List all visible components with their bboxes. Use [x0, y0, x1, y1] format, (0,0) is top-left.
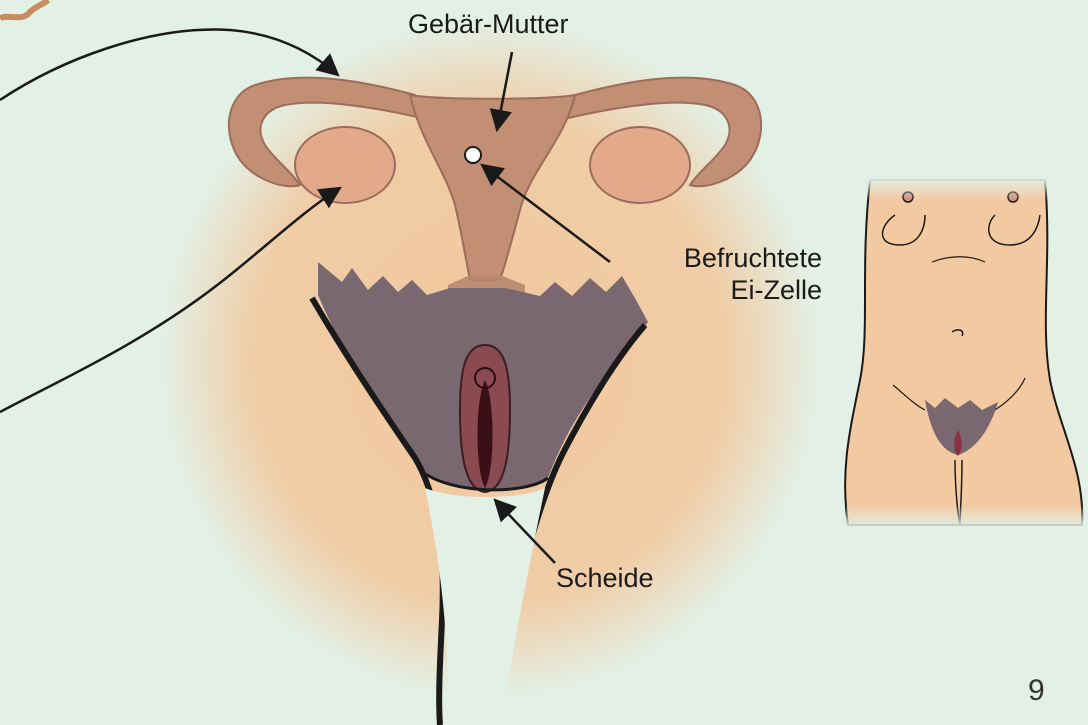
fertilized-egg-label-line1: Befruchtete [560, 242, 822, 274]
right-ovary [590, 127, 690, 203]
sperm-tail-partial [0, 0, 48, 18]
page-number: 9 [1028, 674, 1045, 708]
left-ovary [295, 127, 395, 203]
fertilized-egg-label: Befruchtete Ei-Zelle [560, 242, 822, 306]
uterus-label: Gebär-Mutter [408, 8, 569, 40]
fertilized-egg-label-line2: Ei-Zelle [560, 274, 822, 306]
body-figure [845, 178, 1086, 529]
vagina-label: Scheide [556, 562, 654, 594]
fertilized-egg [465, 147, 481, 163]
